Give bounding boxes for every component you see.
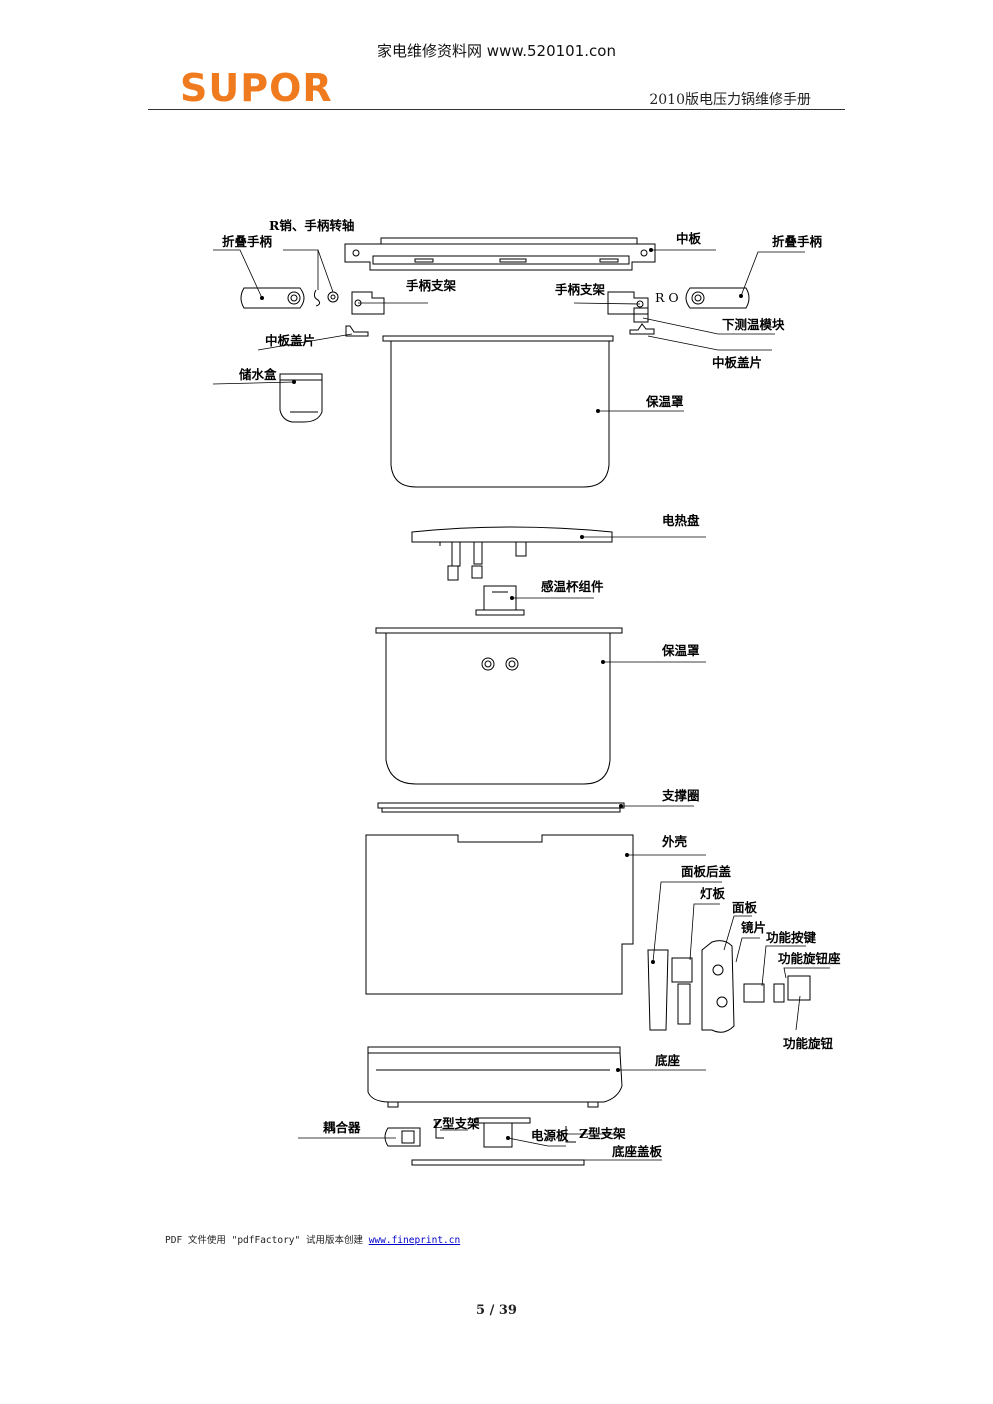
page-number: 5 / 39 xyxy=(476,1303,517,1318)
label-handle-bracket-right: 手柄支架 xyxy=(555,282,606,297)
mid-cover-right-part xyxy=(629,323,655,335)
temp-module-part xyxy=(633,307,649,323)
r-pin-part xyxy=(313,289,339,307)
pdf-footer: PDF 文件使用 "pdfFactory" 试用版本创建 www.finepri… xyxy=(165,1232,460,1246)
label-power-board: 电源板 xyxy=(531,1128,569,1143)
label-light-board: 灯板 xyxy=(700,886,726,901)
fold-handle-left-part xyxy=(240,287,305,309)
label-panel: 面板 xyxy=(732,900,758,915)
label-temp-cup: 感温杯组件 xyxy=(541,579,604,594)
label-support-ring: 支撑圈 xyxy=(661,788,700,803)
label-mid-plate: 中板 xyxy=(676,231,702,246)
footer-text: PDF 文件使用 "pdfFactory" 试用版本创建 xyxy=(165,1235,363,1246)
leader-lines xyxy=(212,249,830,1161)
label-insulation-mid: 保温罩 xyxy=(661,643,700,658)
water-box-part xyxy=(279,373,323,423)
label-outer-shell: 外壳 xyxy=(661,834,688,849)
label-lens: 镜片 xyxy=(741,920,766,935)
label-z-bracket-left: Z型支架 xyxy=(433,1116,480,1131)
z-bracket-left-part xyxy=(435,1120,444,1139)
outer-shell-part xyxy=(365,834,634,995)
label-fold-handle-right: 折叠手柄 xyxy=(772,234,823,249)
label-heating-plate: 电热盘 xyxy=(662,513,700,528)
base-part xyxy=(367,1046,623,1108)
handle-bracket-right-part xyxy=(607,291,649,315)
label-func-button: 功能按键 xyxy=(766,930,817,945)
fold-handle-right-part xyxy=(685,287,750,309)
label-handle-bracket-left: 手柄支架 xyxy=(406,278,457,293)
insulation-cover-top-part xyxy=(382,335,614,488)
label-temp-module: 下测温模块 xyxy=(722,317,785,332)
label-insulation-top: 保温罩 xyxy=(645,394,684,409)
label-rpin-shaft: R销、手柄转轴 xyxy=(269,218,354,233)
heating-plate-part xyxy=(411,526,613,581)
label-water-box: 储水盒 xyxy=(238,367,277,382)
panel-group-part xyxy=(647,940,811,1033)
coupler-part xyxy=(384,1127,421,1147)
site-header-text: 家电维修资料网 www.520101.con xyxy=(377,42,616,60)
mid-plate-part xyxy=(344,237,656,271)
label-base-cover: 底座盖板 xyxy=(612,1144,663,1159)
label-fold-handle-left: 折叠手柄 xyxy=(222,234,273,249)
insulation-cover-mid-part xyxy=(375,627,623,785)
label-base: 底座 xyxy=(655,1053,681,1068)
label-knob-seat: 功能旋钮座 xyxy=(778,951,841,966)
label-mid-cover-right: 中板盖片 xyxy=(712,355,762,370)
label-func-knob: 功能旋钮 xyxy=(783,1036,834,1051)
support-ring-part xyxy=(377,802,625,813)
power-board-part xyxy=(475,1117,531,1148)
temp-cup-part xyxy=(475,585,525,616)
base-cover-part xyxy=(411,1159,585,1166)
mid-cover-left-part xyxy=(345,325,369,337)
z-bracket-right-part xyxy=(565,1126,576,1143)
manual-title: 2010版电压力锅维修手册 xyxy=(649,92,811,108)
label-mid-cover-left: 中板盖片 xyxy=(265,333,315,348)
label-panel-back-cover: 面板后盖 xyxy=(681,864,732,879)
supor-logo: SUPOR xyxy=(180,66,333,110)
label-coupler: 耦合器 xyxy=(323,1120,361,1135)
label-z-bracket-right: Z型支架 xyxy=(579,1126,626,1141)
header-divider xyxy=(148,109,845,110)
footer-link[interactable]: www.fineprint.cn xyxy=(368,1235,461,1246)
label-ro-mark: R O xyxy=(655,290,679,305)
